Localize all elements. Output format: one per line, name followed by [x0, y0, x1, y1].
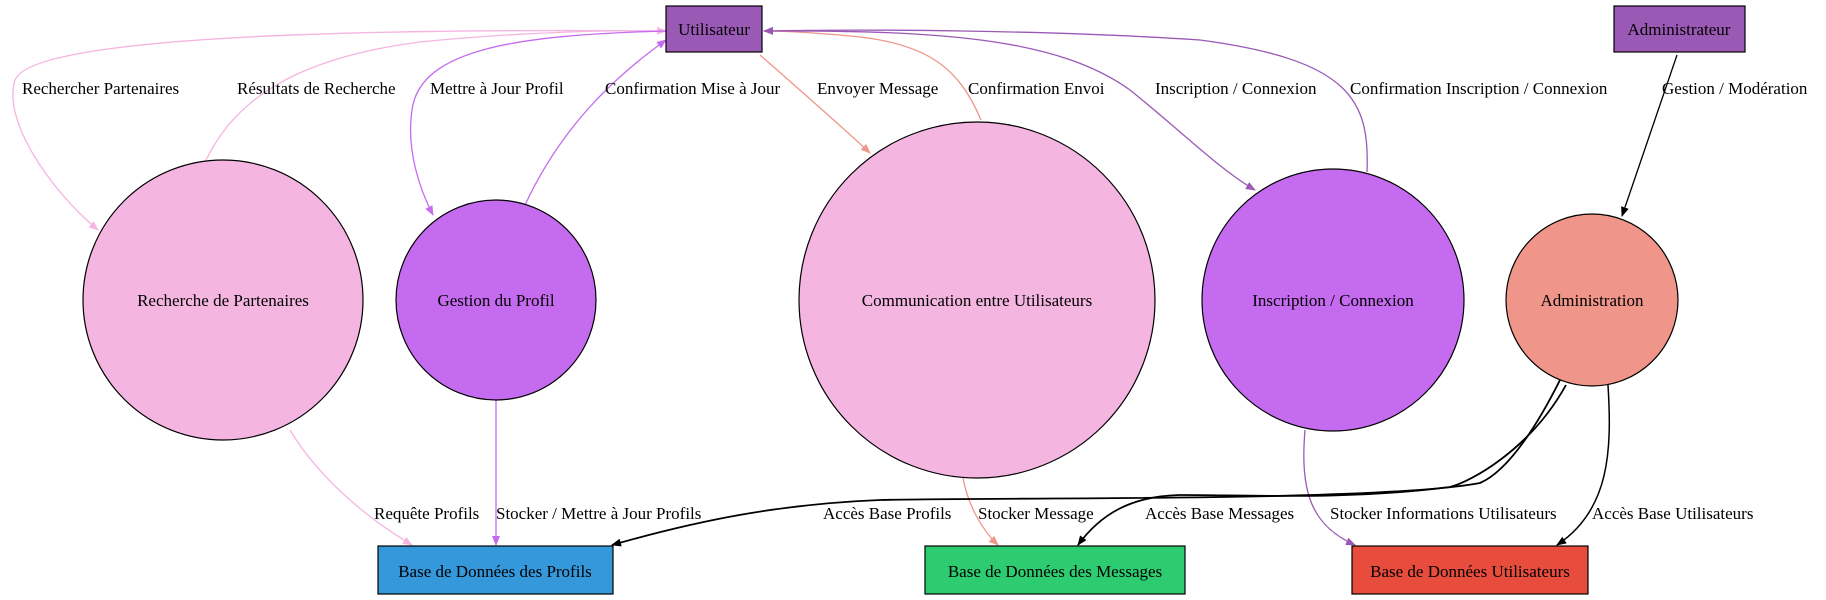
- datastore-utilisateurs-label: Base de Données Utilisateurs: [1370, 562, 1570, 581]
- edge-confirmation-envoi: [763, 27, 982, 121]
- edge-stocker-message: [962, 477, 999, 546]
- process-inscription-connexion[interactable]: Inscription / Connexion: [1201, 168, 1465, 432]
- process-administration[interactable]: Administration: [1505, 213, 1679, 387]
- label-acces-base-utilisateurs: Accès Base Utilisateurs: [1592, 504, 1753, 523]
- label-stocker-message: Stocker Message: [978, 504, 1094, 523]
- edge-mettre-a-jour-profil: [409, 30, 667, 216]
- label-stocker-informations: Stocker Informations Utilisateurs: [1330, 504, 1557, 523]
- label-acces-base-profils: Accès Base Profils: [823, 504, 951, 523]
- edge-confirmation-inscription: [763, 26, 1368, 173]
- datastore-profils-label: Base de Données des Profils: [398, 562, 592, 581]
- entity-administrateur-label: Administrateur: [1628, 20, 1731, 39]
- label-inscription-connexion: Inscription / Connexion: [1155, 79, 1317, 98]
- entity-administrateur[interactable]: Administrateur: [1613, 5, 1746, 53]
- process-gestion-profil-label: Gestion du Profil: [437, 291, 554, 310]
- process-communication-label: Communication entre Utilisateurs: [862, 291, 1092, 310]
- process-inscription-connexion-label: Inscription / Connexion: [1252, 291, 1414, 310]
- label-gestion-moderation: Gestion / Modération: [1662, 79, 1808, 98]
- label-confirmation-inscription: Confirmation Inscription / Connexion: [1350, 79, 1608, 98]
- label-confirmation-envoi: Confirmation Envoi: [968, 79, 1105, 98]
- process-administration-label: Administration: [1541, 291, 1644, 310]
- process-gestion-profil[interactable]: Gestion du Profil: [395, 199, 597, 401]
- edge-inscription-connexion: [763, 30, 1256, 191]
- label-envoyer-message: Envoyer Message: [817, 79, 938, 98]
- datastore-messages-label: Base de Données des Messages: [948, 562, 1162, 581]
- edge-rechercher-partenaires: [12, 29, 667, 231]
- process-recherche-partenaires-label: Recherche de Partenaires: [137, 291, 309, 310]
- label-requete-profils: Requête Profils: [374, 504, 479, 523]
- process-communication[interactable]: Communication entre Utilisateurs: [798, 121, 1156, 479]
- datastore-messages[interactable]: Base de Données des Messages: [924, 545, 1186, 595]
- edge-acces-base-messages: [1077, 384, 1567, 546]
- entity-utilisateur-label: Utilisateur: [678, 20, 750, 39]
- label-acces-base-messages: Accès Base Messages: [1145, 504, 1294, 523]
- label-rechercher-partenaires: Rechercher Partenaires: [22, 79, 179, 98]
- label-stocker-profils: Stocker / Mettre à Jour Profils: [496, 504, 701, 523]
- datastore-profils[interactable]: Base de Données des Profils: [377, 545, 614, 595]
- process-recherche-partenaires[interactable]: Recherche de Partenaires: [82, 159, 364, 441]
- edge-gestion-moderation: [1621, 54, 1678, 217]
- label-resultats-recherche: Résultats de Recherche: [237, 79, 396, 98]
- entity-utilisateur[interactable]: Utilisateur: [665, 5, 763, 53]
- edge-confirmation-mise-a-jour: [524, 39, 667, 206]
- label-mettre-a-jour-profil: Mettre à Jour Profil: [430, 79, 564, 98]
- edge-requete-profils: [289, 429, 413, 546]
- edge-resultats-recherche: [204, 26, 667, 163]
- edge-envoyer-message: [759, 54, 871, 154]
- datastore-utilisateurs[interactable]: Base de Données Utilisateurs: [1351, 545, 1589, 595]
- label-confirmation-mise-a-jour: Confirmation Mise à Jour: [605, 79, 781, 98]
- edge-acces-base-utilisateurs: [1556, 384, 1611, 546]
- edge-stocker-informations: [1303, 429, 1356, 546]
- edge-acces-base-profils: [611, 379, 1561, 547]
